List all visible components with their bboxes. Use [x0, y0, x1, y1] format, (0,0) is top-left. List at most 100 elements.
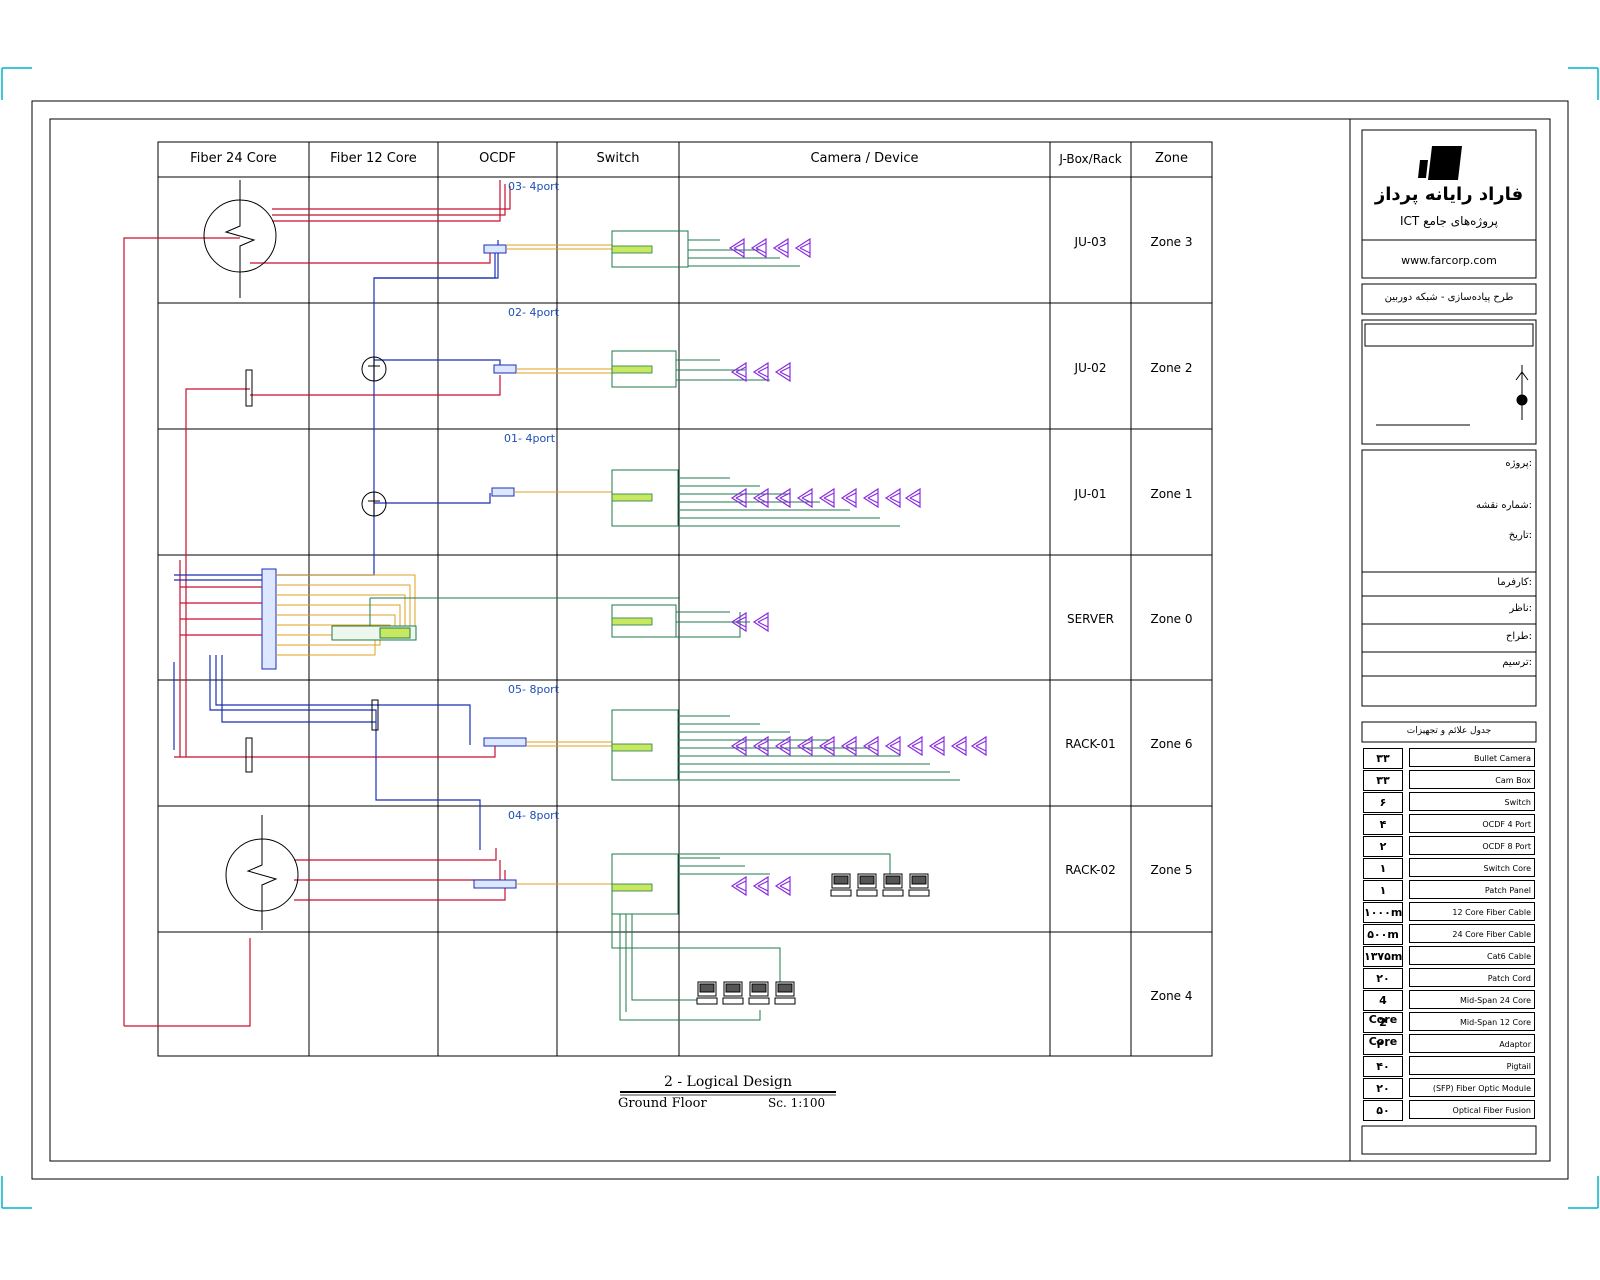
bullet-camera-icon	[774, 735, 791, 757]
column-header-fiber24: Fiber 24 Core	[190, 151, 277, 166]
bullet-camera-icon	[796, 735, 813, 757]
row-zone-label: Zone 3	[1150, 235, 1193, 249]
bullet-camera-icon	[730, 735, 747, 757]
bullet-camera-icon	[818, 735, 835, 757]
row-jbox-label: JU-02	[1074, 361, 1107, 375]
drawing-title-underline	[620, 1091, 836, 1096]
legend-item-name: Pigtail	[1409, 1056, 1535, 1075]
row-zone-label: Zone 6	[1150, 737, 1193, 751]
pc-icon	[856, 873, 878, 897]
column-header-fiber12: Fiber 12 Core	[330, 151, 417, 166]
bullet-camera-icon	[970, 735, 987, 757]
pc-icon	[774, 981, 796, 1005]
legend-item-name: OCDF 8 Port	[1409, 836, 1535, 855]
legend-item-name: (SFP) Fiber Optic Module	[1409, 1078, 1535, 1097]
legend-qty: ۳۳	[1363, 770, 1403, 791]
ocdf-units	[261, 244, 527, 889]
legend-item-name: 12 Core Fiber Cable	[1409, 902, 1535, 921]
bullet-camera-icon	[884, 735, 901, 757]
row-jbox-label: RACK-01	[1065, 737, 1116, 751]
legend-qty: ۲	[1363, 836, 1403, 857]
legend-item-name: Cam Box	[1409, 770, 1535, 789]
legend-item-name: Patch Panel	[1409, 880, 1535, 899]
column-header-jbox: J-Box/Rack	[1059, 152, 1122, 166]
bullet-camera-icon	[750, 237, 767, 259]
row-zone-label: Zone 5	[1150, 863, 1193, 877]
row-jbox-label: RACK-02	[1065, 863, 1116, 877]
row-port-label: 01- 4port	[504, 432, 556, 445]
row-zone-label: Zone 0	[1150, 612, 1193, 626]
legend-qty: 2 Core	[1363, 1012, 1403, 1048]
drawing-subtitle-floor: Ground Floor	[618, 1096, 707, 1111]
bullet-camera-icon	[752, 361, 769, 383]
bullet-camera-icon	[730, 875, 747, 897]
bullet-camera-icon	[794, 237, 811, 259]
bullet-camera-icon	[818, 487, 835, 509]
pc-icon	[696, 981, 718, 1005]
company-website[interactable]: www.farcorp.com	[1401, 254, 1497, 267]
tb-field-date: تاریخ:	[1508, 530, 1532, 541]
legend-qty: ۵۰۰m	[1363, 924, 1403, 945]
cat6-cables	[611, 230, 960, 1021]
bullet-camera-icon	[752, 487, 769, 509]
row-port-label: 02- 4port	[508, 306, 560, 319]
patch-cords	[276, 244, 612, 885]
row-zone-label: Zone 4	[1150, 989, 1193, 1003]
bullet-camera-icon	[840, 735, 857, 757]
bullet-camera-icon	[862, 487, 879, 509]
pc-icon	[830, 873, 852, 897]
legend-qty: 4 Core	[1363, 990, 1403, 1026]
core-switch	[331, 597, 680, 641]
pc-icon	[908, 873, 930, 897]
legend-item-name: Cat6 Cable	[1409, 946, 1535, 965]
row-zone-label: Zone 2	[1150, 361, 1193, 375]
legend-item-name: Adaptor	[1409, 1034, 1535, 1053]
switch-port-blocks	[611, 245, 653, 892]
bullet-camera-icon	[928, 735, 945, 757]
column-header-camera: Camera / Device	[810, 151, 919, 166]
fiber-24-core-cables	[123, 180, 511, 1027]
bullet-camera-icon	[728, 237, 745, 259]
row-zone-label: Zone 1	[1150, 487, 1193, 501]
bullet-camera-icon	[730, 361, 747, 383]
legend-item-name: Switch	[1409, 792, 1535, 811]
pc-icon	[882, 873, 904, 897]
legend-qty: ۵۰	[1363, 1100, 1403, 1121]
pc-devices	[696, 873, 930, 1005]
legend-item-name: Optical Fiber Fusion	[1409, 1100, 1535, 1119]
main-table-grid	[157, 141, 1213, 1057]
legend-qty: ۲۰	[1363, 968, 1403, 989]
legend-qty: ۱۳۷۵m	[1363, 946, 1403, 967]
legend-qty: ۱	[1363, 858, 1403, 879]
bullet-camera-icon	[884, 487, 901, 509]
legend-item-name: Bullet Camera	[1409, 748, 1535, 767]
legend-item-name: 24 Core Fiber Cable	[1409, 924, 1535, 943]
outer-border	[31, 100, 1569, 1180]
bullet-camera-icon	[774, 875, 791, 897]
row-port-label: 05- 8port	[508, 683, 560, 696]
tb-field-supervisor: ناظر:	[1509, 603, 1532, 614]
bullet-camera-icon	[774, 361, 791, 383]
column-header-zone: Zone	[1154, 151, 1189, 166]
row-port-label: 04- 8port	[508, 809, 560, 822]
bullet-camera-icon	[730, 611, 747, 633]
bullet-camera-icon	[730, 487, 747, 509]
bullet-camera-icon	[752, 611, 769, 633]
row-jbox-label: SERVER	[1066, 612, 1114, 626]
titleblock-frames	[1361, 129, 1537, 1155]
legend-item-name: Switch Core	[1409, 858, 1535, 877]
fiber-splice-enclosures	[203, 180, 387, 930]
bullet-camera-icon	[904, 487, 921, 509]
drawing-title: 2 - Logical Design	[664, 1074, 792, 1090]
registration-marks	[1, 67, 1599, 1209]
legend-qty: ۲۰	[1363, 1034, 1403, 1055]
bullet-cameras	[728, 237, 987, 897]
column-header-switch: Switch	[596, 151, 640, 166]
tb-field-drawing-no: شماره نقشه:	[1476, 500, 1532, 511]
bullet-camera-icon	[752, 735, 769, 757]
column-header-ocdf: OCDF	[479, 151, 516, 166]
bullet-camera-icon	[752, 875, 769, 897]
fiber-12-core-cables	[173, 240, 501, 850]
project-name: طرح پیاده‌سازی - شبکه دوربین	[1384, 292, 1514, 303]
